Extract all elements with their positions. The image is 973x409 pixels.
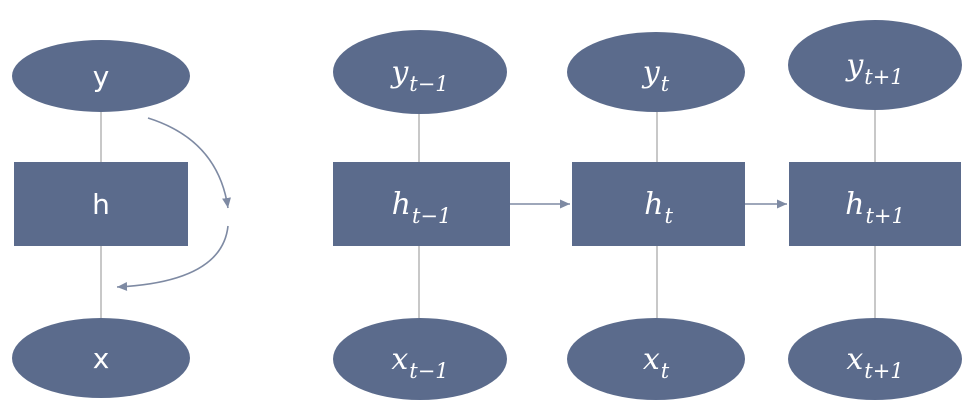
input-node-t: xt [567,318,745,400]
unfold-arrow-lower [116,225,229,291]
output-label-t-minus-1: yt−1 [391,54,449,96]
folded-hidden-label: h [92,187,110,221]
input-node-t-minus-1: xt−1 [333,318,507,400]
output-node-t-minus-1: yt−1 [333,30,507,114]
hidden-node-t-minus-1: ht−1 [333,162,510,246]
hidden-label-t-plus-1: ht+1 [845,186,905,228]
output-label-t: yt [642,54,670,96]
hidden-node-t: ht [572,162,745,246]
output-node-t: yt [567,32,745,112]
hidden-node-t-plus-1: ht+1 [789,162,961,246]
input-node-t-plus-1: xt+1 [788,318,962,400]
folded-output-node: y [12,40,190,112]
hidden-label-t: ht [644,186,673,228]
folded-input-node: x [12,318,190,398]
hidden-label-t-minus-1: ht−1 [391,186,452,228]
folded-hidden-node: h [14,162,188,246]
unfold-arrow-upper [147,117,231,209]
folded-output-label: y [92,59,110,93]
input-label-t: xt [642,341,670,383]
folded-input-label: x [92,341,110,375]
input-label-t-plus-1: xt+1 [846,341,904,383]
input-label-t-minus-1: xt−1 [391,341,449,383]
output-node-t-plus-1: yt+1 [788,20,962,110]
output-label-t-plus-1: yt+1 [846,47,904,89]
